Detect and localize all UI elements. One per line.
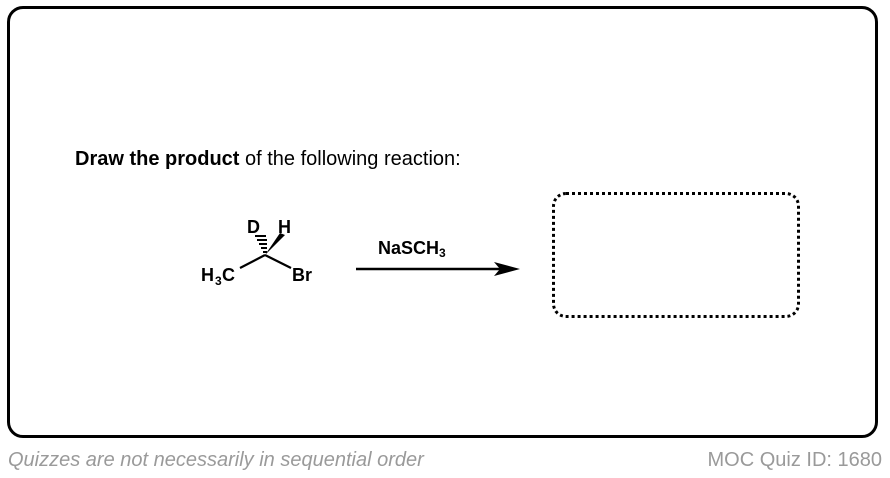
reagent-main: NaSCH <box>378 238 440 258</box>
footer-quiz-id: MOC Quiz ID: 1680 <box>707 449 882 471</box>
bond-c-br <box>264 254 292 269</box>
hashed-bond-d <box>255 235 267 253</box>
atom-h3c-sub: 3 <box>215 274 222 288</box>
reaction-arrow <box>356 262 520 276</box>
question-text: Draw the product of the following reacti… <box>75 148 461 171</box>
reagent-sub: 3 <box>439 246 446 260</box>
reagent-label: NaSCH3 <box>378 238 446 260</box>
question-bold: Draw the product <box>75 148 240 170</box>
atom-h3c-c: C <box>222 265 235 285</box>
quiz-card <box>7 6 878 438</box>
atom-h3c-h: H <box>201 265 214 285</box>
question-rest: of the following reaction: <box>239 148 461 170</box>
bond-ch3-c <box>239 254 266 269</box>
atom-h: H <box>278 217 291 237</box>
wedge-bond-h <box>265 233 285 255</box>
starting-material-structure: D H H 3 C Br <box>201 217 312 288</box>
atom-d: D <box>247 217 260 237</box>
footer-disclaimer: Quizzes are not necessarily in sequentia… <box>8 449 424 471</box>
answer-drop-box[interactable] <box>552 192 800 318</box>
atom-br: Br <box>292 265 312 285</box>
